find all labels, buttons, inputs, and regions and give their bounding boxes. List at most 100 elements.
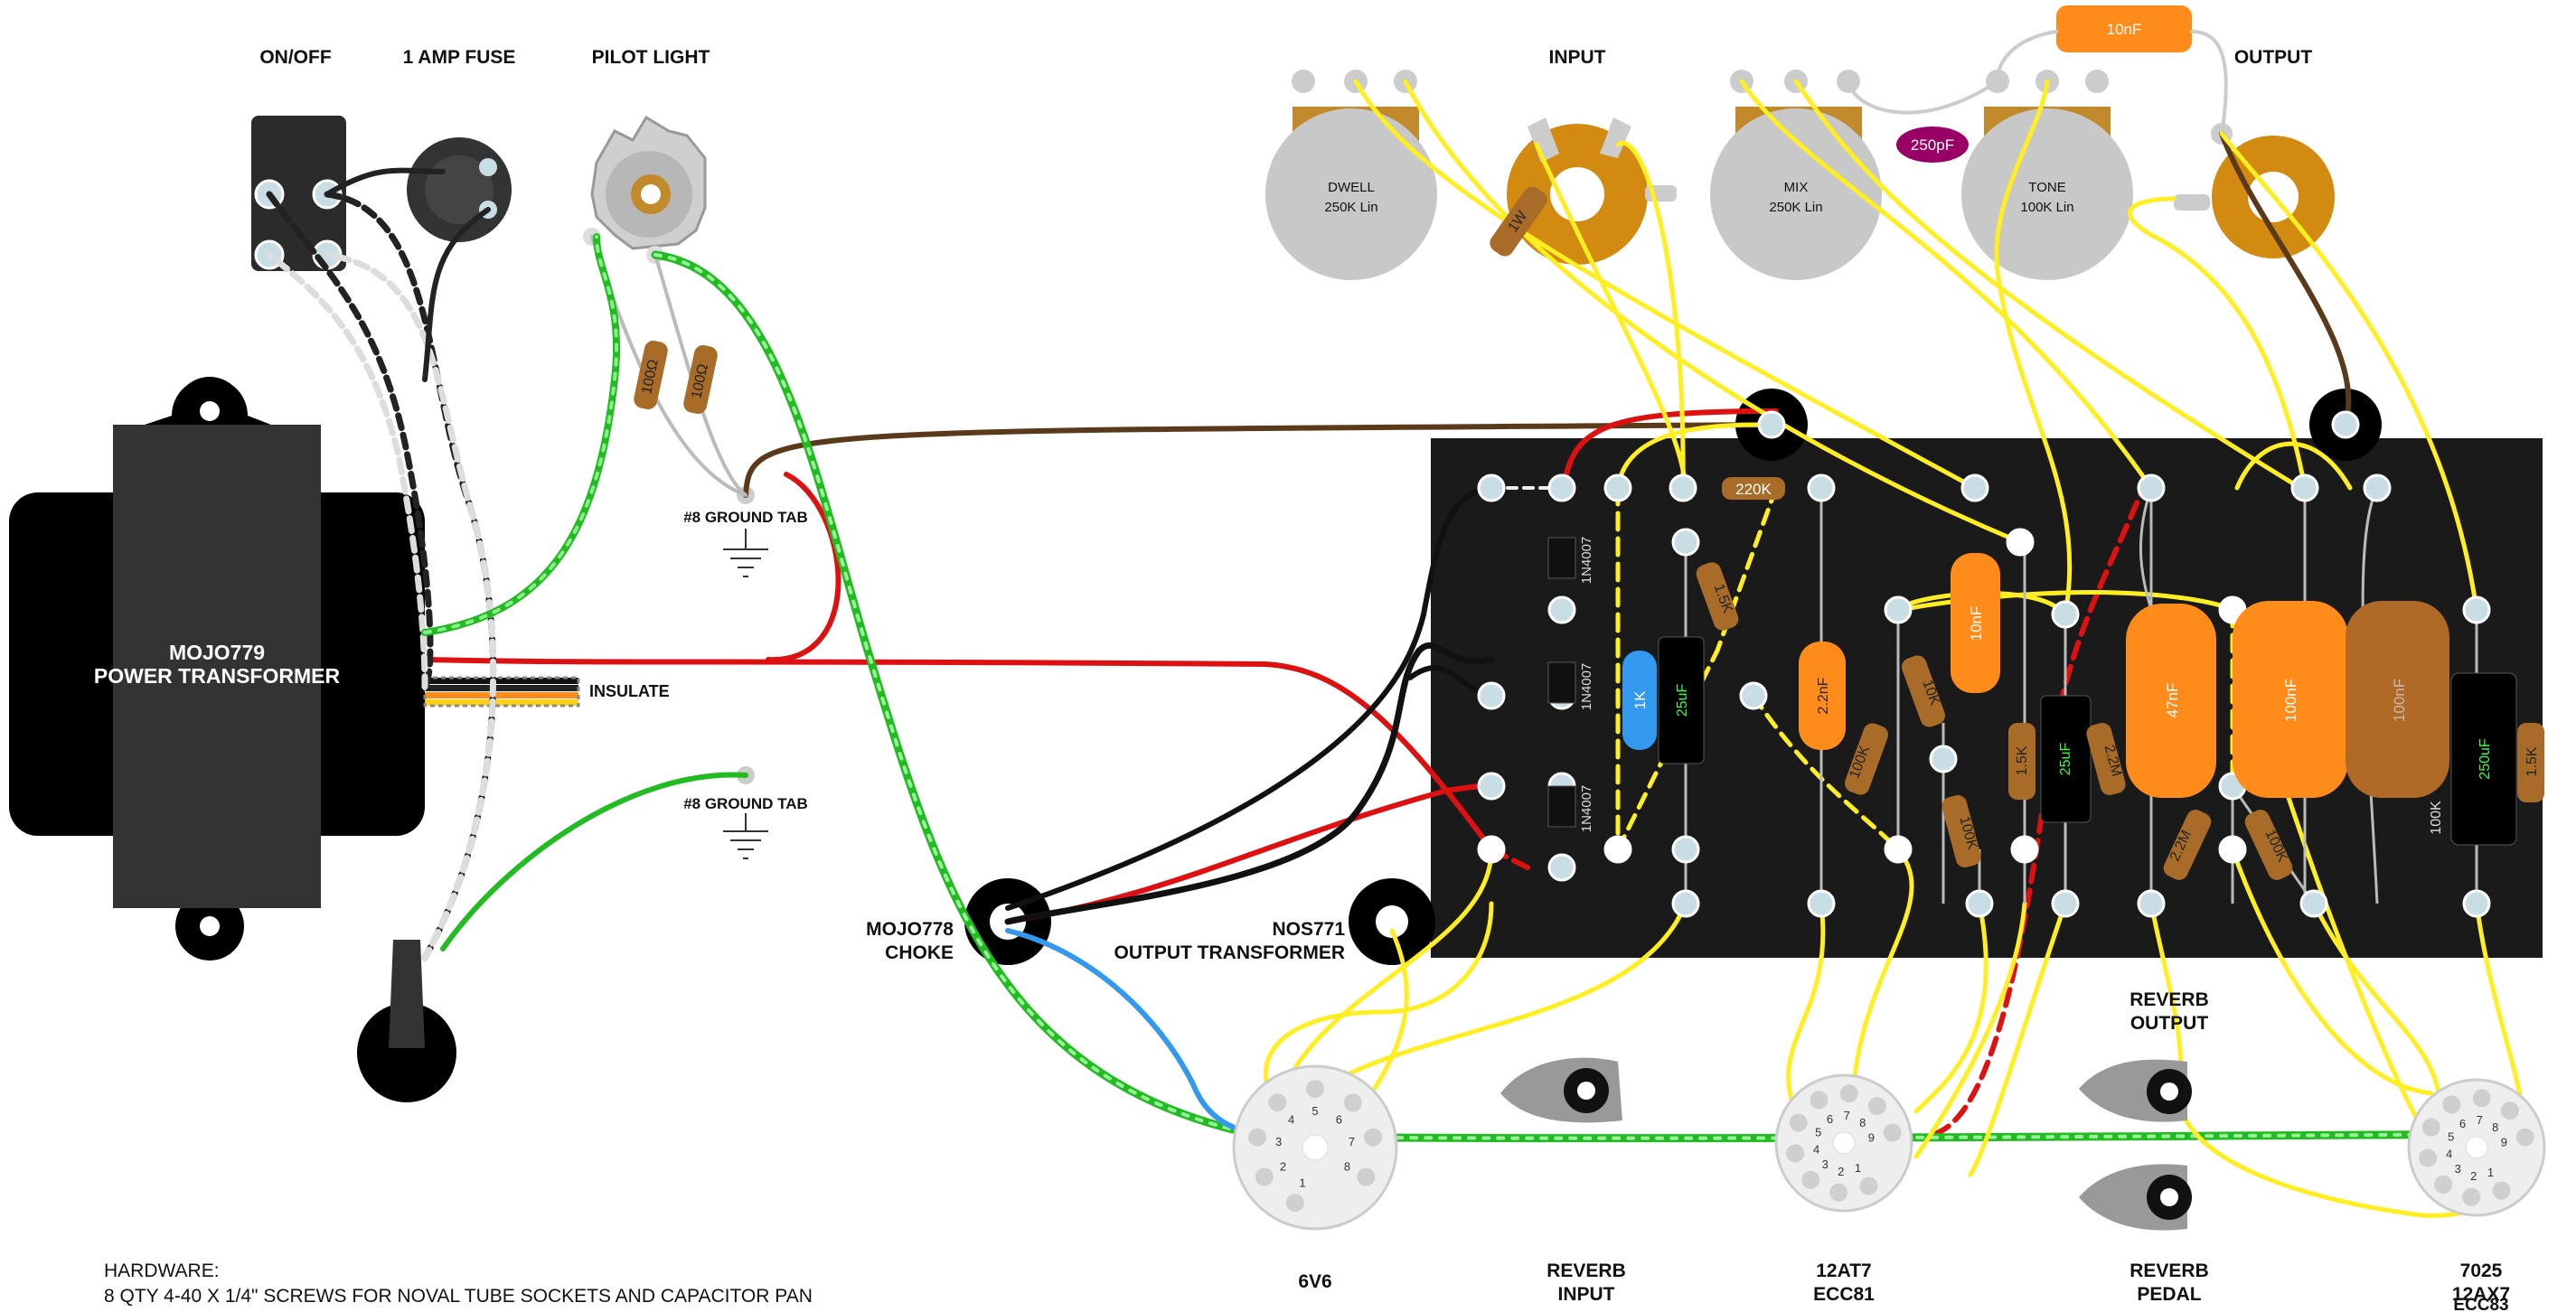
svg-text:100nF: 100nF bbox=[2282, 679, 2299, 722]
turret-lug bbox=[1884, 595, 1913, 624]
turret-lug bbox=[1757, 410, 1786, 439]
pot-tone-label-1: TONE bbox=[2028, 180, 2065, 195]
resistor-100-b: 100Ω bbox=[683, 344, 718, 415]
tube-pin bbox=[1285, 1194, 1304, 1213]
pilot-light bbox=[583, 115, 707, 264]
turret-lug bbox=[1671, 889, 1700, 918]
insulate-label: INSULATE bbox=[589, 682, 670, 700]
pot-dwell[interactable]: DWELL 250K Lin bbox=[1265, 70, 1437, 280]
blue-resistor-1K: 1K bbox=[1622, 651, 1657, 750]
tube-pin bbox=[1883, 1123, 1902, 1142]
on-off-label: ON/OFF bbox=[259, 47, 331, 68]
tube-pin-number: 4 bbox=[2446, 1147, 2452, 1160]
cap-47nF: 47nF bbox=[2126, 604, 2216, 798]
tube-pin-number: 5 bbox=[1312, 1104, 1318, 1118]
tube-pin bbox=[1306, 1080, 1324, 1098]
svg-text:220K: 220K bbox=[1735, 481, 1772, 498]
reverb-pedal-label-1: REVERB bbox=[2129, 1260, 2209, 1281]
resistor-1K5-b: 1.5K bbox=[2008, 723, 2035, 800]
pot-tone-label-2: 100K Lin bbox=[2020, 200, 2073, 215]
tube-pin bbox=[2419, 1148, 2438, 1167]
power-transformer: MOJO779 POWER TRANSFORMER bbox=[9, 377, 425, 961]
pilot-light-label: PILOT LIGHT bbox=[592, 47, 710, 68]
reverb-output-jack[interactable] bbox=[2079, 1059, 2192, 1122]
turret-lug bbox=[2462, 595, 2491, 624]
svg-text:250uF: 250uF bbox=[2477, 738, 2493, 780]
tube-7025-label-2: 12AX7 bbox=[2452, 1284, 2510, 1305]
wires bbox=[266, 30, 2532, 1218]
reverb-pedal-jack[interactable] bbox=[2079, 1164, 2192, 1231]
pot-tone[interactable]: TONE 100K Lin bbox=[1961, 70, 2133, 280]
turret-lug bbox=[2462, 889, 2491, 918]
electrolytic-25uF-a: 25uF bbox=[1658, 636, 1705, 764]
output-transformer-mount bbox=[1349, 878, 1435, 965]
tube-pin bbox=[2492, 1181, 2511, 1200]
tube-pin bbox=[1859, 1176, 1878, 1195]
tube-pin-number: 3 bbox=[1822, 1157, 1829, 1171]
reverb-input-label-1: REVERB bbox=[1547, 1260, 1626, 1281]
resistor-100K-d: 100K bbox=[2429, 801, 2444, 835]
transformer-label-2: POWER TRANSFORMER bbox=[94, 664, 341, 688]
tube-pin-number: 6 bbox=[1336, 1113, 1342, 1127]
turret-lug bbox=[2331, 410, 2360, 439]
tube-pin bbox=[1247, 1128, 1266, 1147]
tube-pin-number: 8 bbox=[1344, 1160, 1350, 1174]
turret-lug bbox=[1671, 528, 1700, 557]
turret-lug bbox=[1960, 473, 1989, 502]
tube-pin bbox=[2500, 1101, 2519, 1120]
tube-pin-number: 6 bbox=[1827, 1112, 1833, 1126]
tube-pin-number: 7 bbox=[2477, 1113, 2483, 1127]
pot-dwell-label-2: 250K Lin bbox=[1324, 200, 1377, 215]
tube-pin-number: 9 bbox=[1868, 1131, 1875, 1145]
ground-tab-2-label: #8 GROUND TAB bbox=[683, 795, 808, 812]
pot-mix[interactable]: MIX 250K Lin bbox=[1710, 70, 1882, 280]
turret-lug bbox=[1669, 473, 1697, 502]
tube-7025-label-3: ECC83 bbox=[2453, 1296, 2508, 1312]
turret-lug bbox=[1807, 889, 1836, 918]
resistor-1K5-a: 1.5K bbox=[1696, 562, 1739, 631]
tube-12at7-label-2: ECC81 bbox=[1813, 1284, 1875, 1305]
tube-pin-number: 3 bbox=[1275, 1135, 1282, 1148]
reverb-pedal-label-2: PEDAL bbox=[2137, 1284, 2201, 1305]
tube-pin bbox=[1255, 1167, 1274, 1186]
cap-10nF-board: 10nF bbox=[1951, 553, 2000, 693]
resistor-100-a: 100Ω bbox=[634, 340, 668, 410]
turret-lug bbox=[2051, 600, 2080, 629]
turret-lug bbox=[1965, 889, 1994, 918]
svg-text:100K: 100K bbox=[2429, 801, 2444, 835]
tube-pin-number: 5 bbox=[2448, 1129, 2454, 1143]
tube-pin-number: 1 bbox=[1855, 1161, 1861, 1175]
resistor-1K5-c: 1.5K bbox=[2517, 723, 2544, 802]
turret-lug bbox=[1477, 835, 1506, 864]
tube-pin-number: 7 bbox=[1349, 1135, 1355, 1148]
tube-pin bbox=[1357, 1167, 1376, 1186]
tube-pin bbox=[1789, 1113, 1808, 1132]
tube-pin bbox=[1810, 1091, 1829, 1110]
turret-lug bbox=[1547, 853, 1576, 882]
resistor-2M2-b: 2.2M bbox=[2163, 810, 2212, 880]
tube-pin bbox=[1268, 1093, 1287, 1112]
turret-lug bbox=[2010, 835, 2039, 864]
turret-lug bbox=[1739, 681, 1768, 710]
output-transformer-label-2: OUTPUT TRANSFORMER bbox=[1114, 942, 1346, 963]
svg-text:10nF: 10nF bbox=[2107, 21, 2142, 38]
output-label: OUTPUT bbox=[2234, 47, 2313, 68]
turret-lug bbox=[2051, 889, 2080, 918]
hardware-note-2: 8 QTY 4-40 X 1/4" SCREWS FOR NOVAL TUBE … bbox=[104, 1286, 813, 1307]
tube-pin-number: 5 bbox=[1815, 1125, 1821, 1139]
tube-pin-number: 2 bbox=[1280, 1160, 1286, 1174]
fuse-holder[interactable] bbox=[407, 137, 512, 242]
turret-lug bbox=[1477, 681, 1506, 710]
tube-pin-number: 1 bbox=[2487, 1166, 2494, 1179]
reverb-output-label-1: REVERB bbox=[2129, 989, 2209, 1010]
turret-lug bbox=[1603, 835, 1632, 864]
turret-lug bbox=[1477, 772, 1506, 801]
turret-lug bbox=[1603, 473, 1632, 502]
svg-text:1.5K: 1.5K bbox=[2015, 745, 2030, 775]
reverb-input-jack[interactable] bbox=[1500, 1057, 1622, 1123]
turret-lug bbox=[2137, 473, 2166, 502]
diode-2-label: 1N4007 bbox=[1579, 663, 1594, 711]
